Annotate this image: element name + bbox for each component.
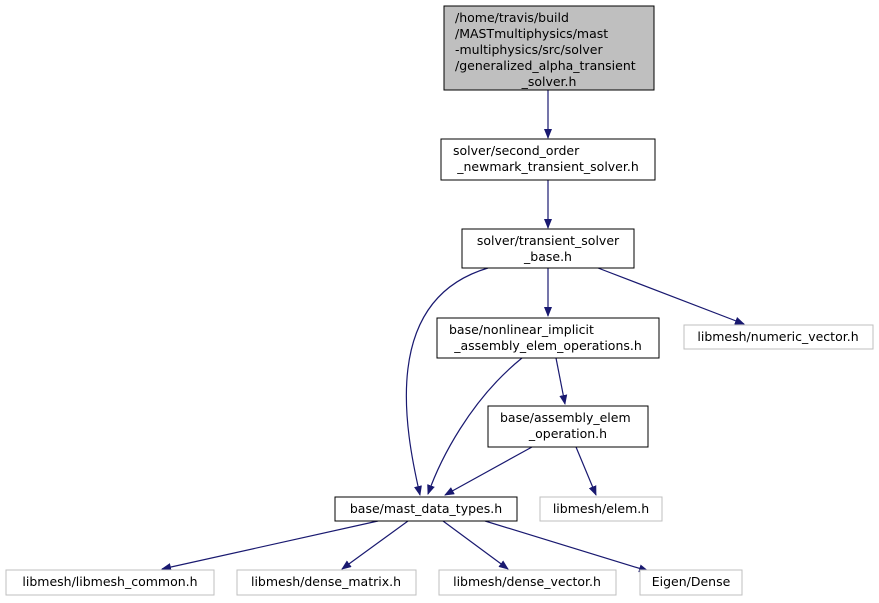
node-assembly-elem-operation[interactable]: base/assembly_elem _operation.h xyxy=(487,405,649,448)
node-mast-data-types-label: base/mast_data_types.h xyxy=(350,501,502,516)
node-root-line-1: /home/travis/build xyxy=(455,10,569,25)
node-newmark-solver[interactable]: solver/second_order _newmark_transient_s… xyxy=(440,138,656,181)
edge-transient-base-to-mast-data-types xyxy=(405,267,489,496)
node-transient-base-line-1: solver/transient_solver xyxy=(477,233,620,248)
node-newmark-line-1: solver/second_order xyxy=(453,143,580,158)
node-elem-label: libmesh/elem.h xyxy=(553,501,649,516)
node-root[interactable]: /home/travis/build /MASTmultiphysics/mas… xyxy=(443,5,655,91)
node-nonlinear-line-2: _assembly_elem_operations.h xyxy=(453,338,642,353)
node-numeric-vector-label: libmesh/numeric_vector.h xyxy=(697,329,858,344)
node-root-line-3: -multiphysics/src/solver xyxy=(455,42,603,57)
node-libmesh-common-label: libmesh/libmesh_common.h xyxy=(22,574,197,589)
node-numeric-vector[interactable]: libmesh/numeric_vector.h xyxy=(683,324,874,350)
node-newmark-line-2: _newmark_transient_solver.h xyxy=(456,159,639,174)
edge-mast-data-types-to-eigen-dense xyxy=(484,520,649,573)
edge-nonlinear-to-assembly-elem xyxy=(555,357,568,405)
node-root-line-5: _solver.h xyxy=(521,74,577,89)
node-root-line-4: /generalized_alpha_transient xyxy=(455,58,636,73)
edge-transient-base-to-numeric-vector xyxy=(597,267,745,325)
node-assembly-elem-line-2: _operation.h xyxy=(528,426,607,441)
node-transient-solver-base[interactable]: solver/transient_solver _base.h xyxy=(461,228,635,269)
node-dense-matrix[interactable]: libmesh/dense_matrix.h xyxy=(236,569,417,596)
edge-nonlinear-to-mast-data-types xyxy=(427,357,523,495)
node-nonlinear-implicit[interactable]: base/nonlinear_implicit _assembly_elem_o… xyxy=(436,317,660,359)
node-eigen-dense-label: Eigen/Dense xyxy=(652,574,731,589)
node-transient-base-line-2: _base.h xyxy=(523,249,572,264)
edge-mast-data-types-to-dense-vector xyxy=(442,520,509,570)
node-dense-vector[interactable]: libmesh/dense_vector.h xyxy=(438,569,617,596)
node-nonlinear-line-1: base/nonlinear_implicit xyxy=(449,322,594,337)
node-dense-matrix-label: libmesh/dense_matrix.h xyxy=(251,574,401,589)
node-libmesh-common[interactable]: libmesh/libmesh_common.h xyxy=(5,569,215,596)
node-assembly-elem-line-1: base/assembly_elem xyxy=(500,410,631,425)
edge-assembly-elem-to-mast-data-types xyxy=(444,446,533,496)
edges xyxy=(161,90,745,573)
node-mast-data-types[interactable]: base/mast_data_types.h xyxy=(334,496,518,522)
edge-assembly-elem-to-elem xyxy=(575,446,597,496)
node-elem[interactable]: libmesh/elem.h xyxy=(539,496,663,522)
node-root-line-2: /MASTmultiphysics/mast xyxy=(455,26,608,41)
node-eigen-dense[interactable]: Eigen/Dense xyxy=(639,569,743,596)
edge-mast-data-types-to-libmesh-common xyxy=(161,520,379,571)
node-dense-vector-label: libmesh/dense_vector.h xyxy=(453,574,601,589)
edge-mast-data-types-to-dense-matrix xyxy=(341,520,409,570)
